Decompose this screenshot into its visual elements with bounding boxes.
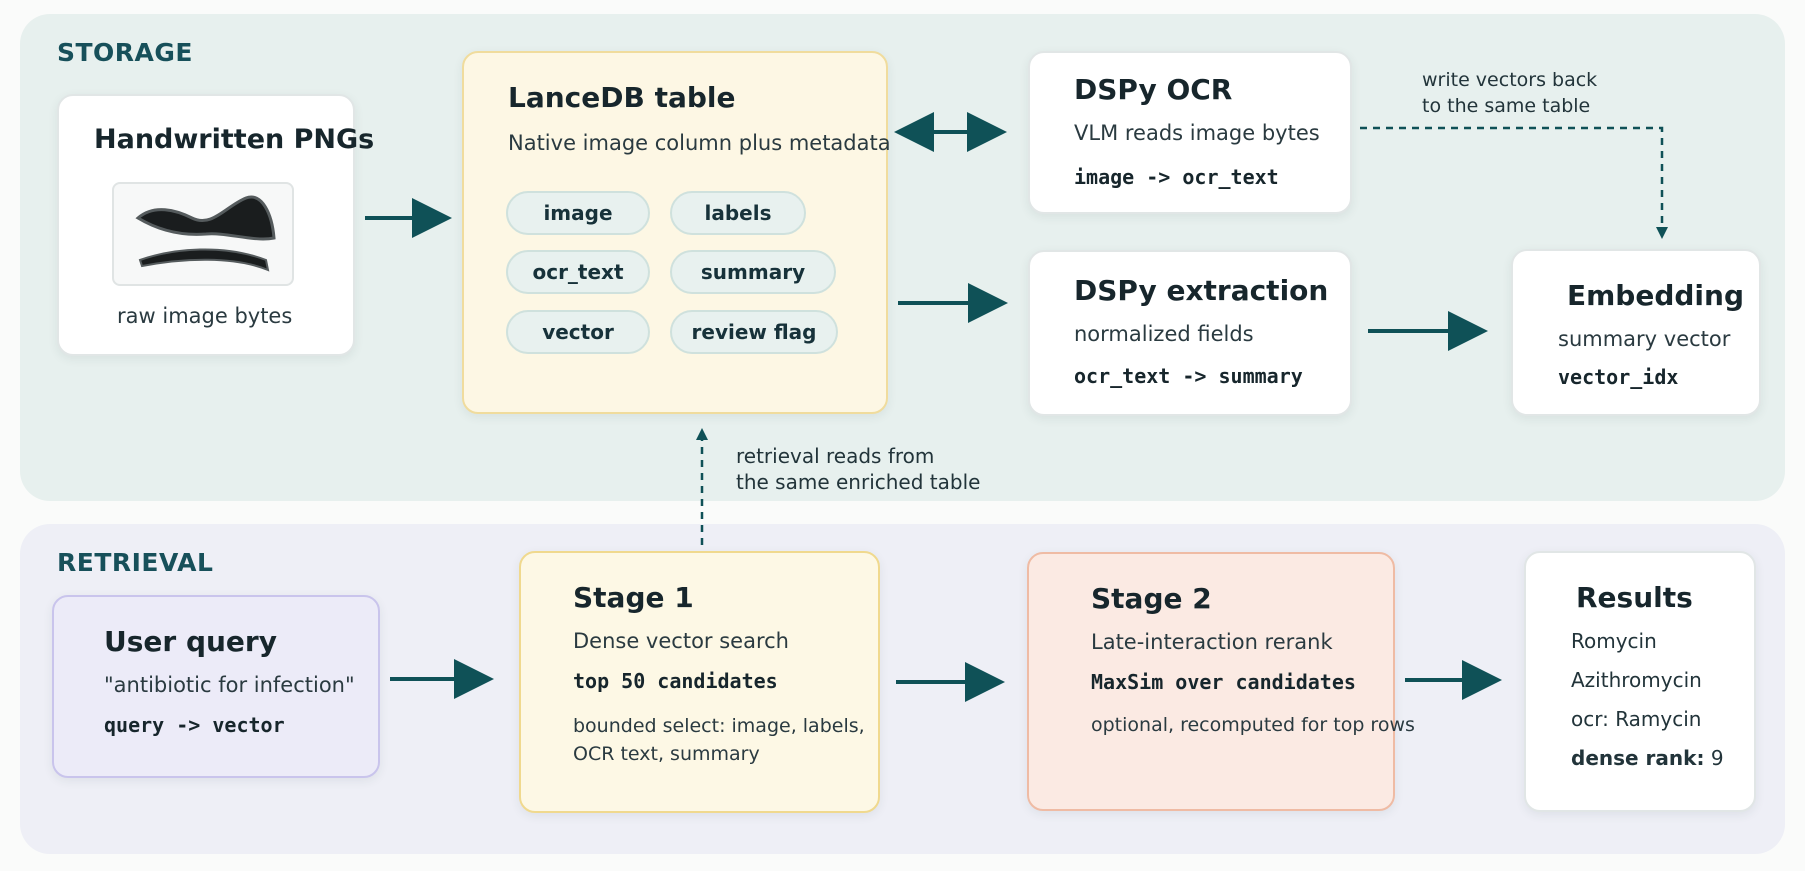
dense-rank-value: 9	[1710, 746, 1724, 770]
stage-1-box: Stage 1 Dense vector search top 50 candi…	[519, 551, 880, 813]
user-query-title: User query	[104, 625, 277, 658]
result-item: ocr: Ramycin	[1571, 707, 1702, 731]
handwriting-scribble-icon	[135, 195, 276, 272]
embedding-box: Embedding summary vector vector_idx	[1511, 249, 1761, 416]
column-chip-image: image	[506, 191, 650, 235]
dspy-ocr-box: DSPy OCR VLM reads image bytes image -> …	[1028, 51, 1352, 214]
handwriting-thumbnail	[112, 182, 294, 286]
dense-rank: dense rank: 9	[1571, 746, 1724, 770]
results-title: Results	[1576, 581, 1693, 614]
column-chip-summary: summary	[670, 250, 836, 294]
result-item: Azithromycin	[1571, 668, 1702, 692]
write-back-note: write vectors back to the same table	[1422, 67, 1597, 119]
retrieval-reads-note-line-2: the same enriched table	[736, 470, 981, 494]
handwritten-pngs-box: Handwritten PNGs raw image bytes	[57, 94, 374, 356]
column-chip-review-flag: review flag	[670, 310, 838, 354]
embedding-title: Embedding	[1567, 279, 1744, 312]
dense-rank-label: dense rank:	[1571, 746, 1705, 770]
write-back-note-line-1: write vectors back	[1422, 69, 1598, 91]
stage-1-subtitle: Dense vector search	[573, 629, 789, 653]
dspy-extraction-box: DSPy extraction normalized fields ocr_te…	[1028, 250, 1352, 416]
result-item: Romycin	[1571, 629, 1657, 653]
handwritten-pngs-caption: raw image bytes	[117, 304, 293, 328]
lancedb-table-box: LanceDB table Native image column plus m…	[462, 51, 891, 414]
column-chip-vector: vector	[506, 310, 650, 354]
user-query-code: query -> vector	[104, 713, 285, 737]
handwritten-pngs-title: Handwritten PNGs	[94, 124, 375, 155]
stage-2-code: MaxSim over candidates	[1091, 670, 1356, 694]
dashed-arrow-ocr-to-embedding	[1360, 126, 1668, 239]
lancedb-subtitle: Native image column plus metadata	[508, 131, 891, 155]
results-box: Results Romycin Azithromycin ocr: Ramyci…	[1524, 551, 1756, 812]
stage-1-note-line-1: bounded select: image, labels,	[573, 715, 865, 737]
dspy-extraction-subtitle: normalized fields	[1074, 322, 1254, 346]
dspy-extraction-title: DSPy extraction	[1074, 274, 1329, 307]
storage-section-title: STORAGE	[57, 38, 194, 67]
stage-2-note: optional, recomputed for top rows	[1091, 714, 1415, 736]
dspy-ocr-title: DSPy OCR	[1074, 73, 1233, 106]
dspy-extraction-code: ocr_text -> summary	[1074, 364, 1303, 388]
user-query-box: User query "antibiotic for infection" qu…	[52, 595, 380, 778]
stage-2-subtitle: Late-interaction rerank	[1091, 630, 1333, 654]
stage-2-box: Stage 2 Late-interaction rerank MaxSim o…	[1027, 552, 1415, 811]
stage-1-code: top 50 candidates	[573, 669, 778, 693]
column-chip-labels: labels	[670, 191, 806, 235]
user-query-example: "antibiotic for infection"	[104, 673, 355, 697]
dspy-ocr-code: image -> ocr_text	[1074, 165, 1279, 189]
write-back-note-line-2: to the same table	[1422, 95, 1591, 117]
stage-1-title: Stage 1	[573, 581, 694, 614]
dspy-ocr-subtitle: VLM reads image bytes	[1074, 121, 1320, 145]
retrieval-reads-note-line-1: retrieval reads from	[736, 444, 935, 468]
lancedb-title: LanceDB table	[508, 81, 736, 114]
retrieval-section-title: RETRIEVAL	[57, 548, 214, 577]
embedding-code: vector_idx	[1558, 365, 1679, 389]
column-chip-ocr-text: ocr_text	[506, 250, 650, 294]
stage-2-title: Stage 2	[1091, 582, 1212, 615]
stage-1-note-line-2: OCR text, summary	[573, 743, 760, 765]
retrieval-reads-note: retrieval reads from the same enriched t…	[736, 443, 980, 495]
embedding-subtitle: summary vector	[1558, 327, 1731, 351]
